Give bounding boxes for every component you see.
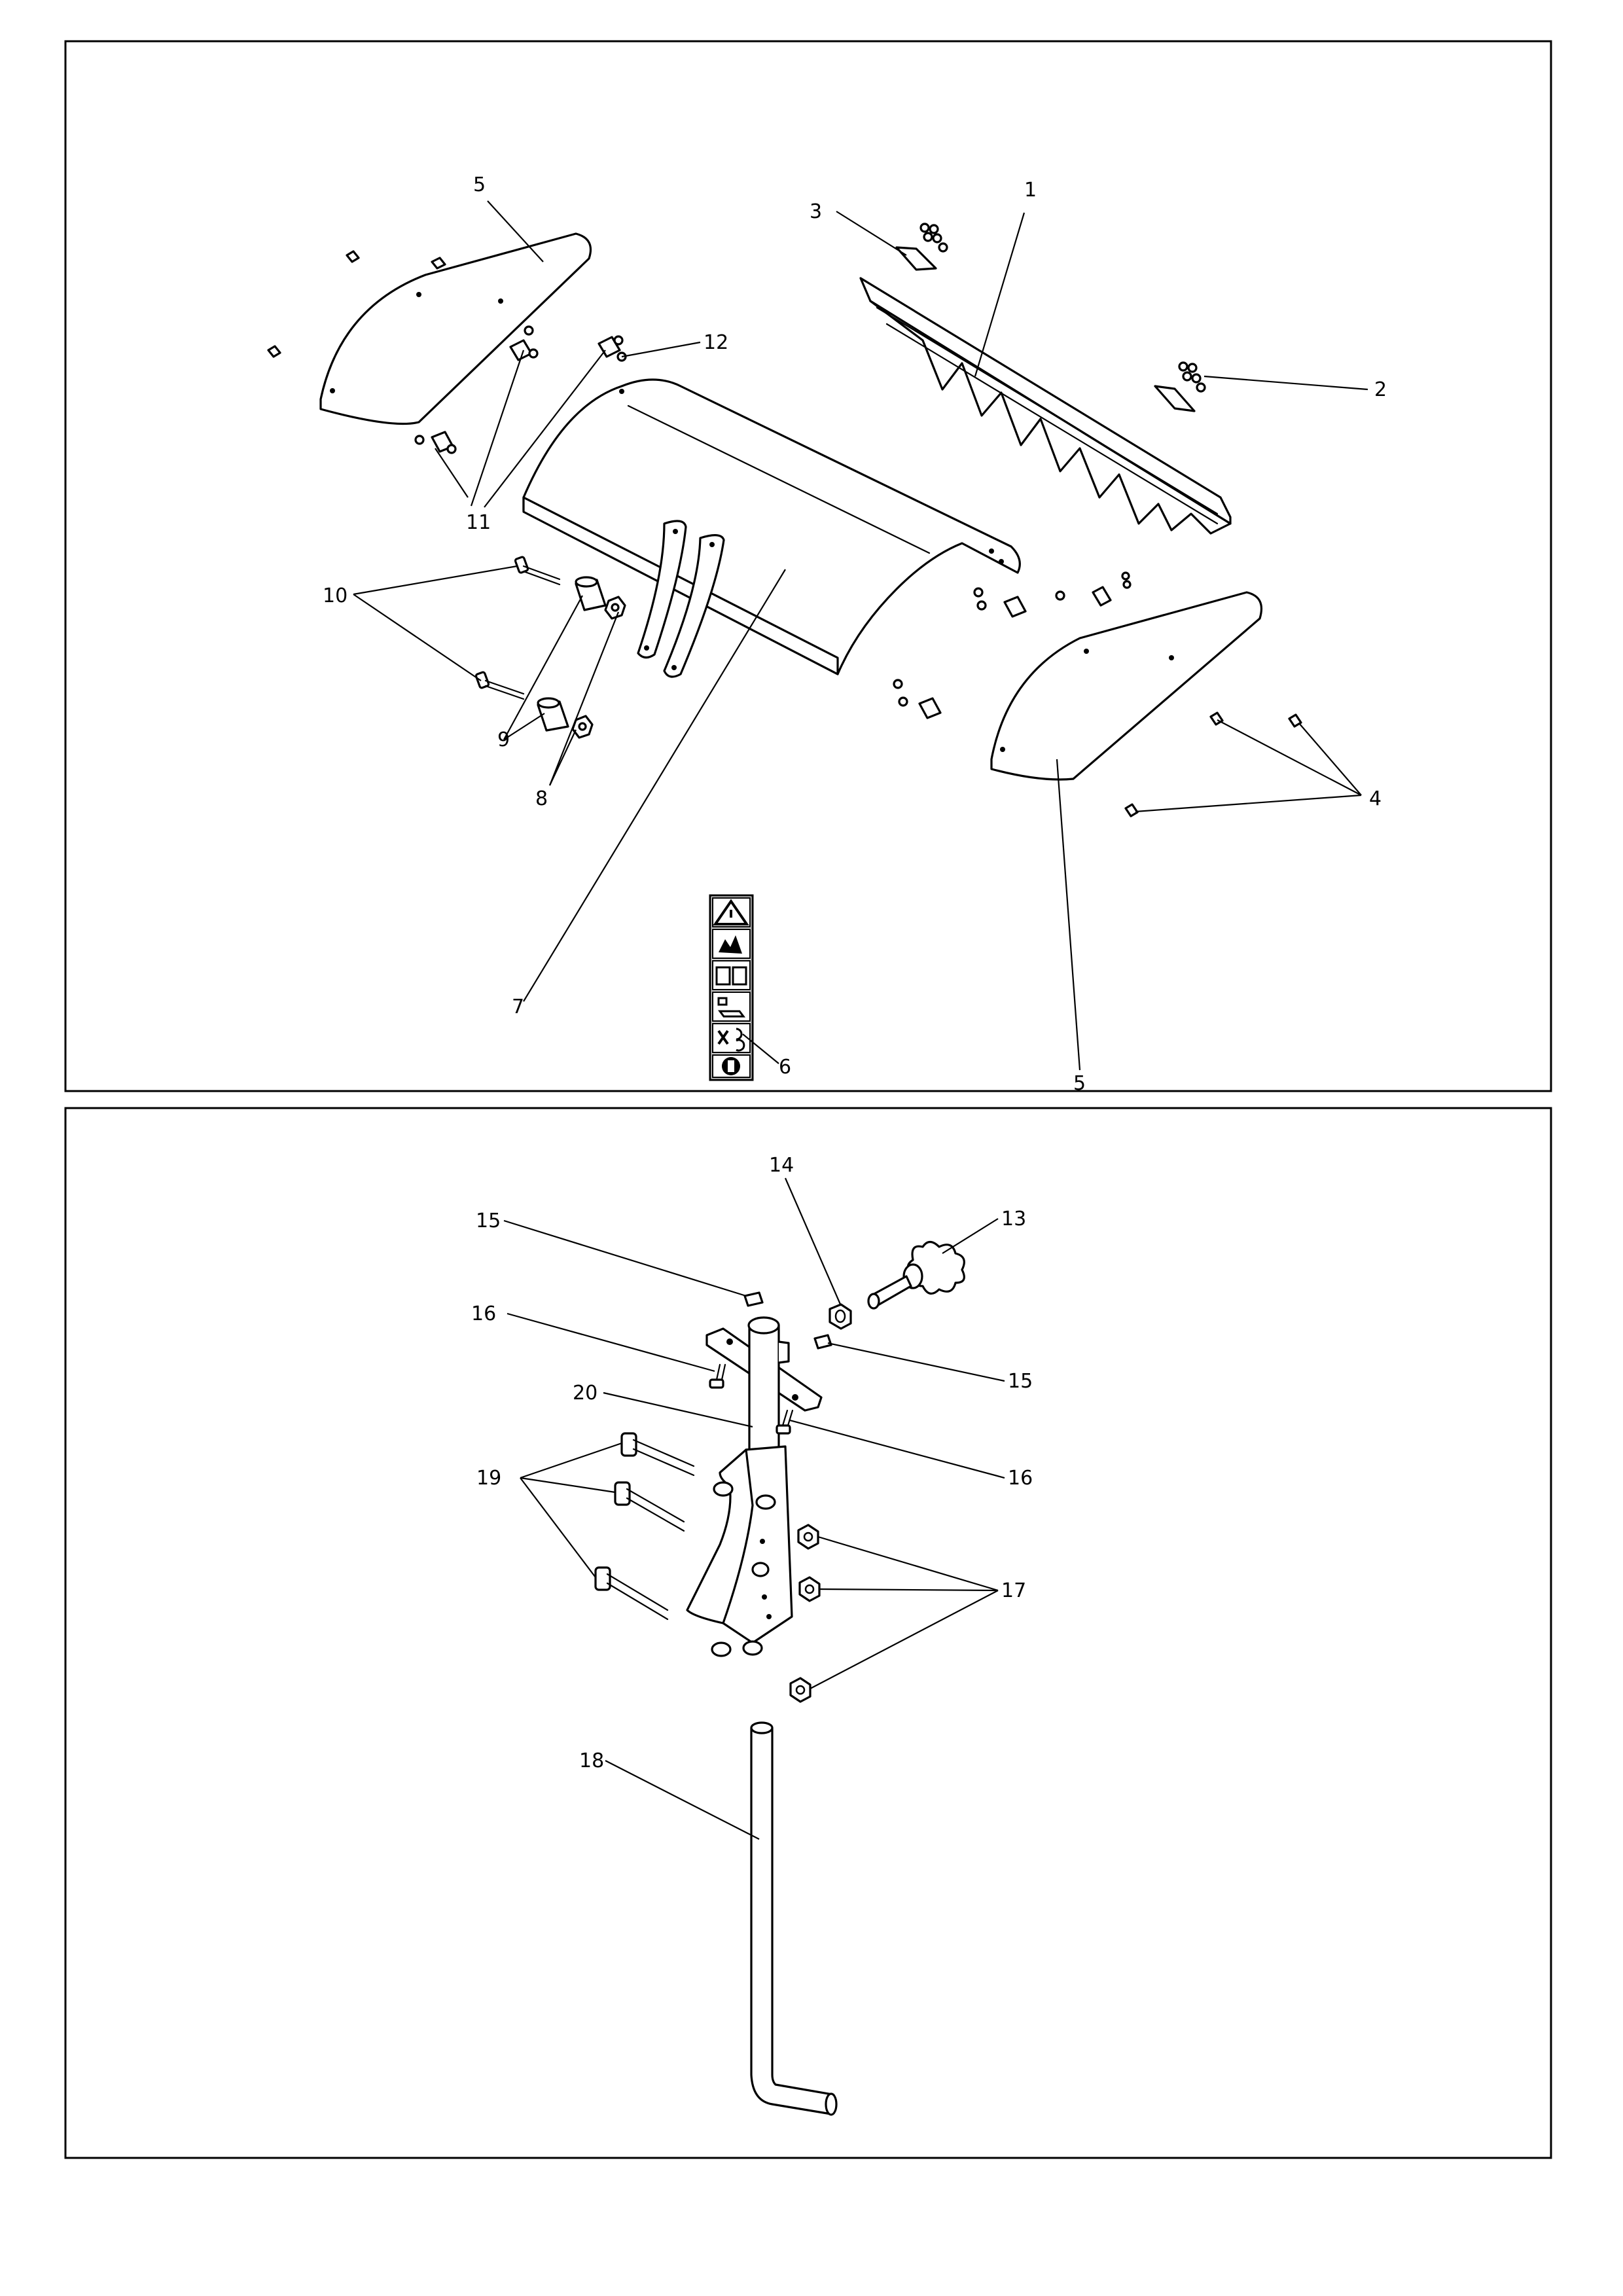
part-pivot-bolts xyxy=(594,1432,695,1621)
callout-10: 10 xyxy=(323,584,348,607)
part-clamp-bracket-left xyxy=(895,223,948,271)
part-flange-nuts xyxy=(789,1524,821,1703)
lower-panel-frame xyxy=(64,1107,1552,2159)
part-side-shield-right xyxy=(990,591,1263,781)
part-bolts-upper-left xyxy=(267,250,627,454)
warning-label-strip xyxy=(709,894,754,1081)
leader-lines-upper xyxy=(353,200,1368,1071)
callout-7: 7 xyxy=(512,996,524,1018)
part-star-knob xyxy=(867,1240,965,1310)
part-long-bolts xyxy=(474,556,561,700)
callout-20: 20 xyxy=(573,1382,597,1405)
flying-debris-icon xyxy=(712,929,751,959)
upper-panel-frame xyxy=(64,40,1552,1092)
part-rear-flap xyxy=(859,277,1232,535)
part-clip-upper xyxy=(743,1291,764,1307)
callout-2: 2 xyxy=(1374,378,1387,401)
callout-15-upper: 15 xyxy=(476,1210,501,1232)
part-nuts xyxy=(571,596,626,739)
callout-6: 6 xyxy=(779,1056,791,1079)
callout-16-upper: 16 xyxy=(471,1302,496,1325)
callout-3: 3 xyxy=(810,200,822,223)
part-support-bracket xyxy=(686,1316,823,1657)
warning-triangle-icon xyxy=(712,897,751,927)
part-clamp-bracket-right xyxy=(1154,361,1206,412)
callout-15-lower: 15 xyxy=(1008,1370,1033,1393)
callout-12: 12 xyxy=(704,331,728,354)
read-manual-icon xyxy=(712,960,751,990)
callout-11: 11 xyxy=(466,511,491,534)
callout-5-lower: 5 xyxy=(1073,1072,1086,1095)
callout-14: 14 xyxy=(769,1154,794,1177)
rotating-tines-icon xyxy=(712,1023,751,1053)
callout-16-lower: 16 xyxy=(1008,1467,1033,1490)
callout-5-upper: 5 xyxy=(473,173,486,196)
part-spacers xyxy=(537,576,607,732)
part-bolts-upper-right xyxy=(893,571,1302,817)
callout-8: 8 xyxy=(535,787,548,810)
keep-distance-icon xyxy=(712,992,751,1022)
callout-9: 9 xyxy=(497,728,510,751)
part-side-shield-left xyxy=(319,232,592,425)
part-hex-nut xyxy=(829,1303,852,1330)
callout-18: 18 xyxy=(579,1749,604,1772)
callout-4: 4 xyxy=(1369,787,1382,810)
ear-protection-icon xyxy=(712,1054,751,1078)
callout-1: 1 xyxy=(1024,179,1037,202)
part-clip-lower xyxy=(813,1334,832,1350)
callout-17: 17 xyxy=(1001,1579,1026,1602)
callout-19: 19 xyxy=(476,1467,501,1490)
part-l-rod xyxy=(750,1721,838,2116)
callout-13: 13 xyxy=(1001,1208,1026,1230)
part-main-hood xyxy=(522,378,1021,678)
part-short-bolts xyxy=(709,1363,794,1435)
leader-lines-lower xyxy=(503,1177,1005,1840)
